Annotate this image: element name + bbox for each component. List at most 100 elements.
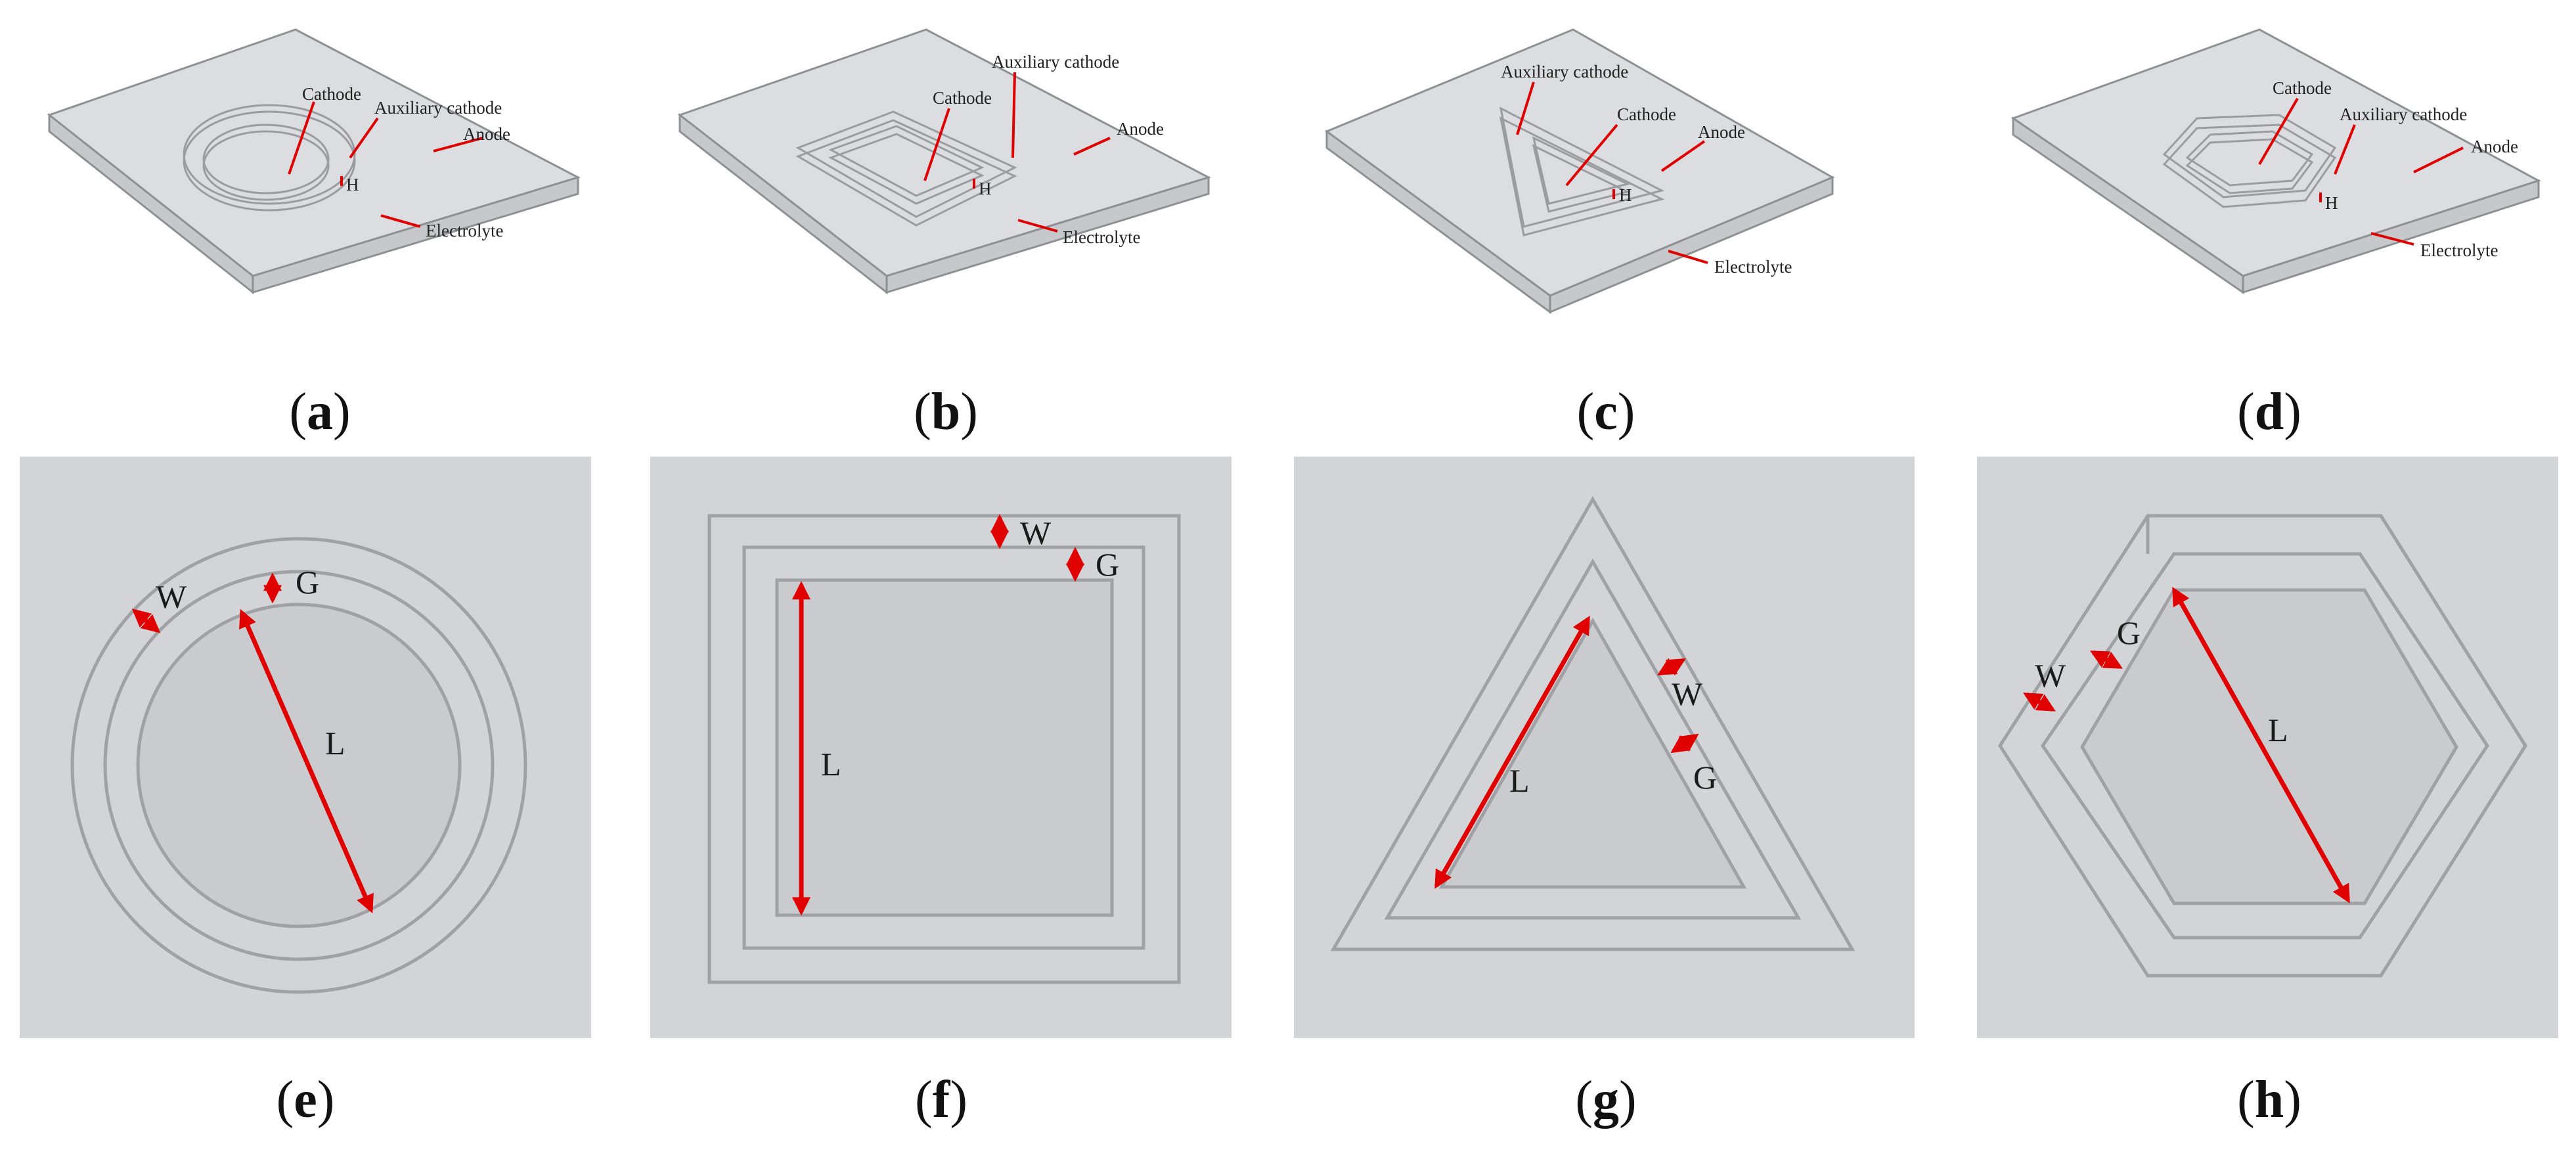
cathode-leader bbox=[923, 108, 950, 181]
auxiliary-cathode-label: Auxiliary cathode bbox=[992, 52, 1119, 72]
caption-e: (e) bbox=[277, 1071, 335, 1129]
auxiliary-cathode-inner-hexagon bbox=[2040, 552, 2490, 940]
auxiliary-cathode-leader bbox=[349, 117, 379, 159]
auxiliary-cathode-leader bbox=[1516, 81, 1535, 135]
auxiliary-cathode-outer-circle bbox=[70, 537, 527, 994]
auxiliary-cathode-ring bbox=[183, 110, 356, 212]
anode-label: Anode bbox=[463, 124, 510, 144]
w-label: W bbox=[1020, 514, 1052, 551]
cathode-disc bbox=[202, 124, 330, 194]
l-dimension-arrow bbox=[2171, 587, 2351, 903]
cathode-circle bbox=[136, 602, 462, 928]
panel-b-3d: Cathode Auxiliary cathode Anode Electrol… bbox=[677, 28, 1211, 295]
caption-letter-b: b bbox=[931, 383, 961, 441]
l-dimension-arrow bbox=[239, 608, 374, 914]
auxiliary-cathode-frame bbox=[795, 110, 1017, 218]
auxiliary-cathode-label: Auxiliary cathode bbox=[1501, 62, 1628, 81]
panel-d-3d: Cathode Auxiliary cathode Anode Electrol… bbox=[2010, 28, 2541, 294]
l-label: L bbox=[325, 725, 345, 761]
cathode-disc bbox=[202, 130, 330, 201]
svg-text:(h): (h) bbox=[2237, 1071, 2301, 1129]
g-label: G bbox=[1693, 759, 1717, 796]
svg-text:(b): (b) bbox=[914, 383, 978, 441]
caption-letter-h: h bbox=[2255, 1071, 2284, 1129]
auxiliary-cathode-hexagon bbox=[2162, 114, 2337, 198]
g-dimension-arrow bbox=[2090, 650, 2123, 669]
h-label: H bbox=[346, 175, 359, 194]
electrolyte-edge bbox=[252, 175, 579, 294]
electrolyte-leader bbox=[1017, 219, 1058, 233]
g-label: G bbox=[296, 564, 319, 601]
w-dimension-arrow bbox=[131, 608, 161, 633]
caption-letter-d: d bbox=[2255, 383, 2284, 441]
caption-d: (d) bbox=[2237, 383, 2301, 441]
h-label: H bbox=[979, 179, 992, 198]
cathode-hexagon bbox=[2185, 130, 2314, 187]
cathode-label: Cathode bbox=[1617, 104, 1676, 124]
panel-h-top: W G L bbox=[1977, 457, 2558, 1038]
anode-leader bbox=[1660, 140, 1706, 172]
caption-letter-e: e bbox=[294, 1071, 317, 1129]
cathode-label: Cathode bbox=[302, 84, 361, 104]
svg-text:(c): (c) bbox=[1577, 383, 1635, 441]
anode-leader bbox=[2413, 147, 2464, 173]
caption-b: (b) bbox=[914, 383, 978, 441]
electrolyte-edge bbox=[2242, 179, 2540, 294]
l-label: L bbox=[1509, 762, 1530, 799]
auxiliary-cathode-label: Auxiliary cathode bbox=[374, 98, 502, 118]
caption-h: (h) bbox=[2237, 1071, 2301, 1129]
w-label: W bbox=[156, 578, 187, 615]
cathode-triangle bbox=[1532, 136, 1631, 205]
cathode-square bbox=[828, 133, 985, 205]
panel-e-top: W G L bbox=[20, 457, 591, 1038]
g-dimension-arrow bbox=[1670, 733, 1699, 754]
caption-letter-a: a bbox=[307, 383, 333, 441]
panel-f-top: W G L bbox=[650, 457, 1232, 1038]
h-label: H bbox=[1619, 185, 1632, 205]
svg-text:(g): (g) bbox=[1575, 1071, 1636, 1129]
caption-g: (g) bbox=[1575, 1071, 1636, 1129]
svg-text:(e): (e) bbox=[277, 1071, 335, 1129]
svg-text:(d): (d) bbox=[2237, 383, 2301, 441]
caption-c: (c) bbox=[1577, 383, 1635, 441]
cathode-leader bbox=[288, 101, 315, 175]
auxiliary-cathode-outer-square bbox=[707, 514, 1181, 984]
panel-a-3d: Cathode Auxiliary cathode Anode Electrol… bbox=[47, 28, 581, 295]
l-label: L bbox=[821, 746, 841, 783]
caption-letter-c: c bbox=[1594, 383, 1618, 441]
caption-f: (f) bbox=[915, 1071, 967, 1129]
auxiliary-cathode-triangle bbox=[1499, 106, 1665, 228]
svg-text:(f): (f) bbox=[915, 1071, 967, 1129]
auxiliary-cathode-triangle bbox=[1499, 116, 1665, 237]
cathode-square bbox=[828, 125, 985, 197]
electrolyte-leader bbox=[2370, 232, 2414, 246]
cathode-leader bbox=[2258, 97, 2299, 166]
cathode-label: Cathode bbox=[933, 88, 992, 108]
w-dimension-arrow bbox=[1657, 658, 1686, 676]
auxiliary-cathode-frame bbox=[795, 119, 1017, 227]
cathode-leader bbox=[1565, 124, 1618, 187]
w-label: W bbox=[1672, 675, 1703, 712]
electrolyte-leader bbox=[380, 214, 421, 228]
cathode-hexagon bbox=[2185, 138, 2314, 194]
l-label: L bbox=[2268, 712, 2288, 748]
h-label: H bbox=[2325, 193, 2338, 213]
electrolyte-label: Electrolyte bbox=[1063, 227, 1140, 247]
electrolyte-edge bbox=[1549, 175, 1834, 314]
auxiliary-cathode-hexagon bbox=[2162, 124, 2337, 208]
electrolyte-edge bbox=[885, 175, 1210, 294]
anode-label: Anode bbox=[1698, 122, 1745, 142]
electrolyte-label: Electrolyte bbox=[2420, 240, 2498, 260]
panel-g-top: W G L bbox=[1294, 457, 1915, 1038]
anode-leader bbox=[1073, 137, 1111, 156]
auxiliary-cathode-label: Auxiliary cathode bbox=[2340, 104, 2467, 124]
auxiliary-cathode-leader bbox=[2334, 124, 2356, 175]
anode-label: Anode bbox=[1117, 119, 1164, 139]
electrolyte-label: Electrolyte bbox=[426, 221, 503, 240]
panel-c-3d: Auxiliary cathode Cathode Anode Electrol… bbox=[1324, 28, 1835, 314]
anode-plate bbox=[2010, 28, 2541, 277]
caption-a: (a) bbox=[289, 383, 350, 441]
w-dimension-arrow bbox=[2023, 692, 2056, 712]
cathode-square bbox=[775, 578, 1114, 917]
